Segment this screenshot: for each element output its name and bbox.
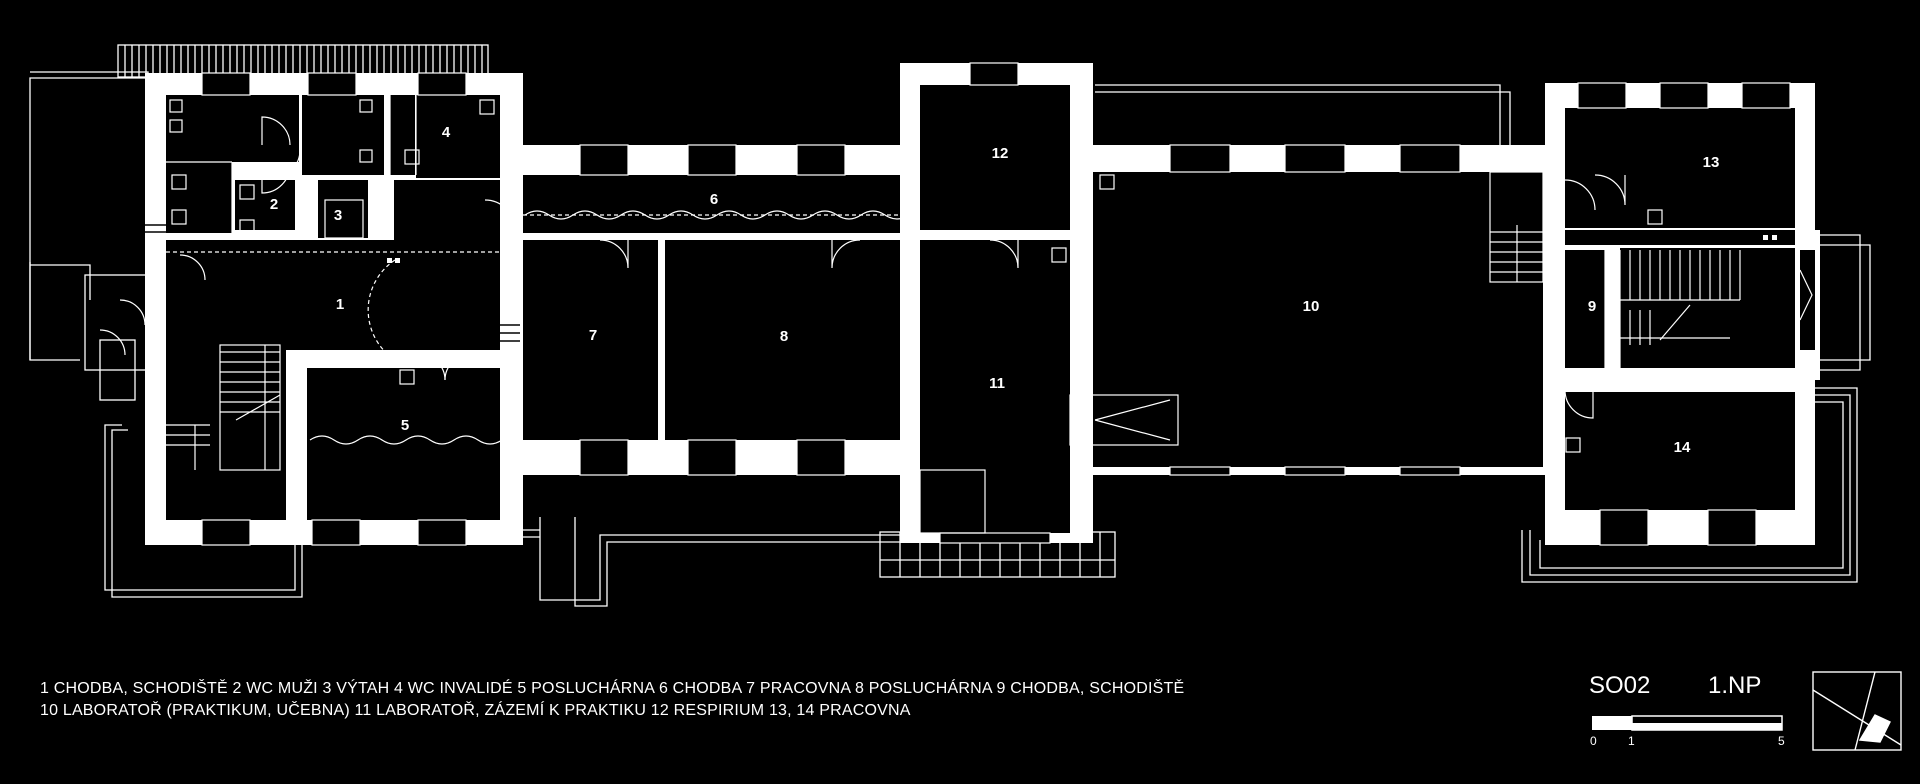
windows xyxy=(145,62,1791,546)
room-number: 13 xyxy=(1703,154,1720,171)
legend-line-1: 1 CHODBA, SCHODIŠTĚ 2 WC MUŽI 3 VÝTAH 4 … xyxy=(40,680,1185,697)
room-interiors xyxy=(166,85,1815,533)
scale-bar xyxy=(1592,715,1783,731)
room-labels: 1 2 3 4 5 6 7 8 9 10 11 12 13 14 xyxy=(270,124,1720,456)
floor-name: 1.NP xyxy=(1708,672,1762,699)
room-number: 3 xyxy=(334,207,342,224)
room-number: 5 xyxy=(401,417,409,434)
room-number: 8 xyxy=(780,328,788,345)
room-number: 1 xyxy=(336,296,344,313)
scale-label-5: 5 xyxy=(1778,734,1785,748)
room-number: 7 xyxy=(589,327,597,344)
room-number: 11 xyxy=(989,375,1005,392)
north-arrow-box xyxy=(1812,671,1902,751)
sheet-code: SO02 xyxy=(1589,672,1651,699)
room-number: 6 xyxy=(710,191,718,208)
doors-and-fixtures xyxy=(99,95,1813,534)
column-markers xyxy=(387,235,1777,383)
room-number: 4 xyxy=(442,124,451,141)
legend-line-2: 10 LABORATOŘ (PRAKTIKUM, UČEBNA) 11 LABO… xyxy=(40,702,911,719)
scale-label-0: 0 xyxy=(1590,734,1597,748)
room-number: 2 xyxy=(270,196,278,213)
room-number: 14 xyxy=(1674,439,1691,456)
room-number: 10 xyxy=(1303,298,1320,315)
room-number: 12 xyxy=(992,145,1009,162)
scale-label-1: 1 xyxy=(1628,734,1635,748)
room-number: 9 xyxy=(1588,298,1596,315)
